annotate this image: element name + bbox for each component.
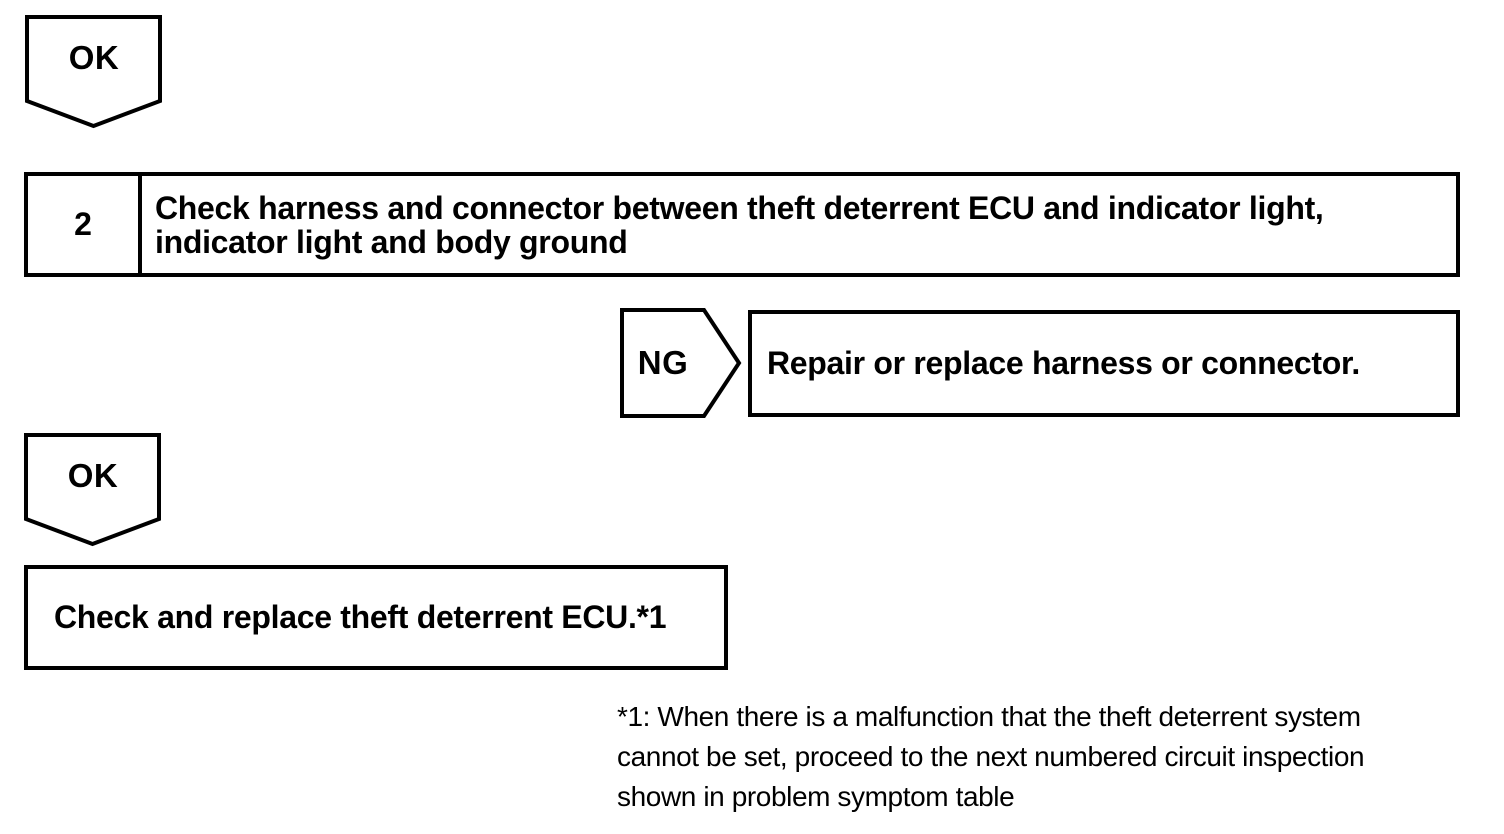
footnote-line-2: cannot be set, proceed to the next numbe… — [617, 741, 1365, 772]
step-title-line-1: Check harness and connector between thef… — [155, 189, 1324, 226]
ok-pentagon-down-icon — [24, 433, 161, 547]
footnote-line-1: *1: When there is a malfunction that the… — [617, 701, 1361, 732]
ok-label: OK — [68, 39, 120, 76]
ok-connector-top: OK — [25, 15, 163, 129]
ok-connector-bottom: OK — [24, 433, 162, 547]
ng-label: NG — [637, 344, 689, 381]
ok-label: OK — [67, 457, 119, 494]
step-2-box: 2 Check harness and connector between th… — [24, 172, 1460, 277]
step-title-line-2: indicator light and body ground — [155, 223, 628, 260]
result-text: Check and replace theft deterrent ECU.*1 — [54, 599, 667, 635]
ng-pentagon-right-icon — [620, 308, 742, 418]
ng-action-box: Repair or replace harness or connector. — [748, 310, 1460, 417]
step-title: Check harness and connector between thef… — [142, 176, 1456, 273]
ok-pentagon-down-icon — [25, 15, 162, 129]
footnote-line-3: shown in problem symptom table — [617, 781, 1015, 812]
step-number: 2 — [28, 176, 142, 273]
footnote: *1: When there is a malfunction that the… — [617, 697, 1365, 817]
ng-connector: NG — [620, 308, 742, 418]
result-box: Check and replace theft deterrent ECU.*1 — [24, 565, 728, 670]
ng-action-text: Repair or replace harness or connector. — [767, 345, 1360, 381]
